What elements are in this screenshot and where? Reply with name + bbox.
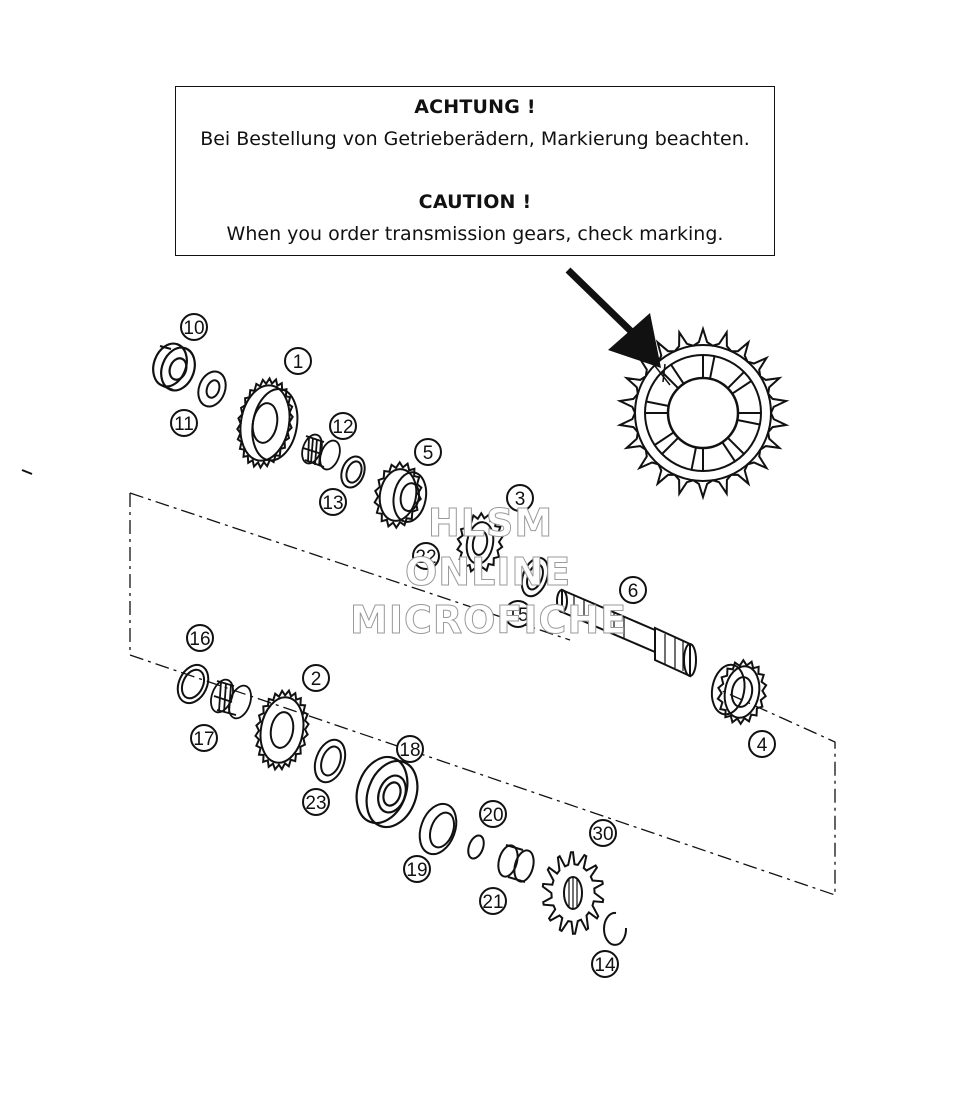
detail-gear-slot — [646, 400, 669, 407]
detail-gear-slot — [726, 436, 745, 455]
text-english: When you order transmission gears, check… — [226, 223, 724, 245]
gear-4 — [710, 658, 768, 726]
detail-gear-slot — [670, 364, 685, 385]
shaft-6 — [556, 588, 697, 678]
callout-circle-17 — [190, 724, 218, 752]
watermark-line-3: MICROFICHE — [349, 598, 628, 643]
needle-bearing-12 — [301, 433, 341, 471]
detail-gear-slot — [661, 436, 680, 455]
washer-11 — [197, 370, 227, 408]
callout-circle-1 — [284, 347, 312, 375]
detail-gear-slot — [709, 356, 716, 379]
washer-23 — [313, 738, 347, 784]
watermark-line-1: HLSM — [427, 501, 554, 546]
callout-label-1: 1 — [293, 352, 304, 373]
callout-circle-4 — [748, 730, 776, 758]
callout-circle-18 — [396, 735, 424, 763]
callout-label-6: 6 — [628, 581, 639, 602]
gear-2 — [254, 688, 310, 772]
callout-circle-2 — [302, 664, 330, 692]
needle-bearing-17 — [210, 678, 252, 720]
callout-label-21: 21 — [482, 892, 503, 913]
callout-label-13: 13 — [322, 493, 343, 514]
callout-circle-5 — [414, 438, 442, 466]
callout-circle-12 — [329, 412, 357, 440]
washer-16 — [176, 663, 210, 705]
callout-circle-30 — [589, 819, 617, 847]
detail-gear-slot — [721, 441, 736, 462]
sprocket-30 — [541, 851, 605, 935]
callout-label-3: 3 — [515, 489, 526, 510]
detail-gear-slot — [737, 419, 760, 426]
callout-label-30: 30 — [592, 824, 613, 845]
bearing-10 — [152, 342, 196, 392]
callout-label-10: 10 — [183, 318, 204, 339]
callout-label-12: 12 — [332, 417, 353, 438]
circlip-14 — [603, 911, 628, 946]
watermark-line-2: ONLINE — [404, 550, 572, 595]
callout-label-17: 17 — [193, 729, 214, 750]
seal-19 — [418, 802, 458, 856]
callout-circle-14 — [591, 950, 619, 978]
bushing-21 — [497, 844, 535, 883]
callout-label-11: 11 — [174, 414, 194, 435]
callout-circle-16 — [186, 624, 214, 652]
detail-gear-slot — [690, 447, 697, 470]
detail-gear-slot — [661, 371, 680, 390]
callout-circle-13 — [319, 488, 347, 516]
callout-label-22: 22 — [415, 547, 436, 568]
heading-english: CAUTION ! — [418, 191, 532, 213]
marking-arrow — [565, 267, 661, 368]
callout-circle-23 — [302, 788, 330, 816]
caution-notice: ACHTUNG ! Bei Bestellung von Getrieberäd… — [175, 86, 775, 256]
callout-label-16: 16 — [189, 629, 210, 650]
gear-teeth-outline — [716, 658, 768, 726]
o-ring-20 — [467, 834, 485, 860]
gear-1 — [236, 376, 299, 470]
callout-circle-20 — [479, 800, 507, 828]
callout-label-4: 4 — [757, 735, 768, 756]
gear-teeth-outline — [456, 511, 504, 575]
callout-circle-3 — [506, 484, 534, 512]
callout-label-18: 18 — [399, 740, 420, 761]
callout-label-2: 2 — [311, 669, 322, 690]
heading-german: ACHTUNG ! — [414, 96, 536, 118]
detail-gear-slot — [726, 371, 745, 390]
callout-label-5: 5 — [423, 443, 434, 464]
callout-label-20: 20 — [482, 805, 503, 826]
washer-15 — [520, 556, 550, 598]
callout-label-14: 14 — [594, 955, 616, 976]
washer-13 — [340, 455, 366, 489]
bearing-18 — [355, 755, 419, 829]
text-german: Bei Bestellung von Getrieberädern, Marki… — [200, 128, 750, 150]
detail-gear-slot — [731, 380, 752, 395]
detail-gear — [616, 325, 790, 501]
callout-circle-19 — [403, 855, 431, 883]
callout-circle-15 — [504, 600, 532, 628]
callout-circle-22 — [412, 542, 440, 570]
gear-5 — [21, 460, 428, 530]
callout-circle-21 — [479, 887, 507, 915]
callout-circle-11 — [170, 409, 198, 437]
gear-teeth-outline — [373, 460, 423, 530]
callout-label-19: 19 — [406, 860, 427, 881]
detail-gear-slot — [654, 431, 675, 446]
callout-label-23: 23 — [305, 793, 326, 814]
assembly-frame — [129, 492, 836, 896]
callout-circle-10 — [180, 313, 208, 341]
gear-3 — [456, 511, 504, 575]
callout-label-15: 15 — [507, 605, 528, 626]
callout-circle-6 — [619, 576, 647, 604]
gear-teeth-outline — [254, 688, 310, 772]
